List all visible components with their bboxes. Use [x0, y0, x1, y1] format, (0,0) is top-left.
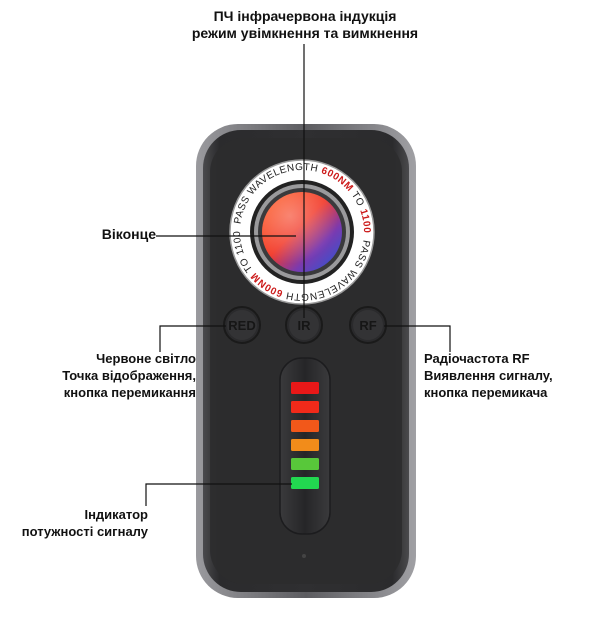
- lens-window: [229, 159, 375, 305]
- signal-bar: [291, 420, 319, 432]
- signal-bars: [291, 382, 319, 489]
- strength-callout-line-2: потужності сигналу: [21, 524, 148, 539]
- red-light-callout: Червоне світло Точка відображення, кнопк…: [6, 350, 196, 401]
- red-callout-line-3: кнопка перемикання: [63, 385, 196, 400]
- rf-button-label: RF: [359, 318, 376, 333]
- ir-callout-line-1: ПЧ інфрачервона індукція: [213, 8, 397, 24]
- red-callout-line-1: Червоне світло: [96, 351, 196, 366]
- window-callout-text: Віконце: [101, 226, 156, 242]
- ir-button[interactable]: IR: [285, 306, 323, 344]
- red-light-button[interactable]: RED: [223, 306, 261, 344]
- ir-button-label: IR: [298, 318, 312, 333]
- indicator-dot: [302, 554, 306, 558]
- strength-callout-line-1: Індикатор: [84, 507, 148, 522]
- signal-bar: [291, 458, 319, 470]
- leader-lines: [145, 44, 451, 506]
- ir-callout-line-2: режим увімкнення та вимкнення: [191, 25, 419, 41]
- signal-bar: [291, 439, 319, 451]
- red-button-label: RED: [228, 318, 255, 333]
- signal-bar: [291, 401, 319, 413]
- signal-bar: [291, 382, 319, 394]
- signal-bar: [291, 477, 319, 489]
- rf-button[interactable]: RF: [349, 306, 387, 344]
- ir-mode-callout: ПЧ інфрачервона індукція режим увімкненн…: [150, 8, 460, 42]
- window-callout: Віконце: [60, 226, 156, 243]
- rf-callout: Радіочастота RF Виявлення сигналу, кнопк…: [424, 350, 614, 401]
- red-callout-line-2: Точка відображення,: [62, 368, 196, 383]
- rf-callout-line-1: Радіочастота RF: [424, 351, 530, 366]
- rf-callout-line-3: кнопка перемикача: [424, 385, 548, 400]
- signal-strength-callout: Індикатор потужності сигналу: [12, 506, 148, 540]
- rf-callout-line-2: Виявлення сигналу,: [424, 368, 553, 383]
